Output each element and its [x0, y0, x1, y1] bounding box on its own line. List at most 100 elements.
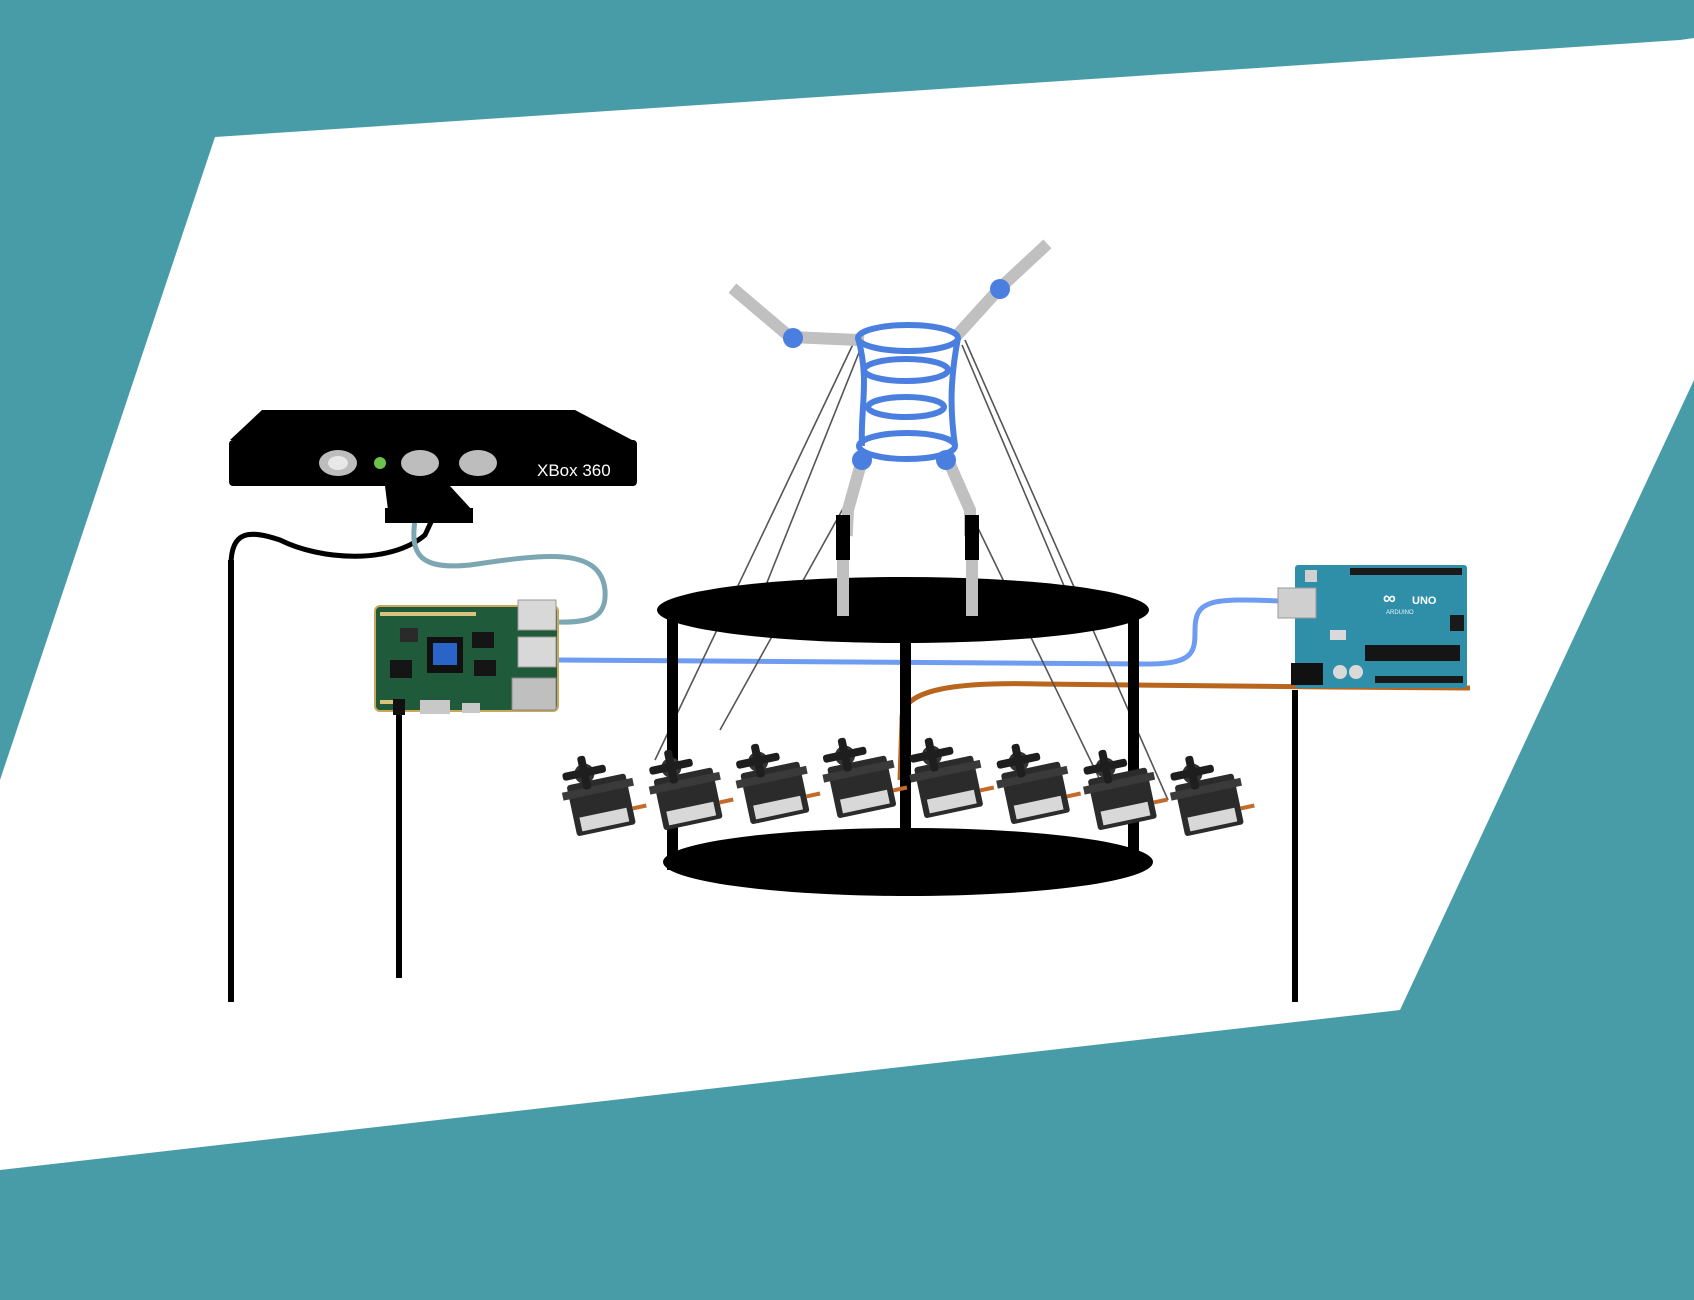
servo-part — [805, 791, 821, 799]
servo-part — [1169, 777, 1242, 801]
torso-ring-1 — [855, 322, 961, 354]
arduino-power-jack — [1291, 663, 1323, 685]
kinect-label: XBox 360 — [537, 461, 611, 480]
arduino-crystal — [1330, 630, 1346, 640]
sbc-ram-chip-2 — [474, 660, 496, 676]
servo-part — [648, 771, 721, 795]
sbc-chip-4 — [400, 628, 418, 642]
servo-part — [1153, 797, 1168, 805]
servo-part — [996, 765, 1069, 789]
servo-part — [1240, 803, 1255, 811]
sbc-micro-usb — [462, 703, 480, 713]
arduino-uno-icon: ∞ UNO ARDUINO — [1277, 565, 1467, 688]
right-hip-joint — [936, 450, 956, 470]
arduino-header-bottom — [1375, 676, 1463, 683]
servo-part — [1098, 749, 1113, 784]
servo-part — [1066, 791, 1082, 799]
servo-part — [753, 795, 804, 820]
background-band-left — [0, 0, 215, 780]
support-poles — [228, 560, 1298, 1002]
arduino-capacitor-2 — [1349, 665, 1363, 679]
left-hip-joint — [852, 450, 872, 470]
servo-part — [837, 737, 852, 772]
servo-part — [751, 743, 765, 778]
servo-part — [719, 797, 734, 805]
marionette-joints — [783, 279, 1010, 470]
sbc-ram-chip-1 — [472, 632, 494, 648]
sbc-power-jack — [393, 699, 405, 715]
string-2 — [759, 344, 863, 601]
servo-part — [579, 807, 630, 832]
servo-motor-icon — [561, 755, 647, 836]
stand-bottom-disc — [663, 828, 1153, 896]
servo-motor-icon — [822, 737, 908, 818]
servo-part — [926, 789, 977, 814]
string-1 — [654, 339, 856, 761]
cylinder-stand — [657, 577, 1153, 896]
servo-part — [840, 789, 890, 814]
sbc-pads — [380, 612, 476, 704]
servo-motor-icon — [909, 737, 995, 818]
circuit-board-icon — [374, 599, 559, 715]
arduino-microcontroller — [1365, 645, 1460, 661]
sbc-hdmi-port — [420, 700, 450, 714]
arduino-brand-label: ARDUINO — [1386, 610, 1414, 616]
right-hand-joint — [990, 279, 1010, 299]
torso-side-left — [855, 337, 867, 447]
servo-part — [561, 777, 634, 801]
arduino-usb-jack — [1277, 587, 1317, 619]
torso-ring-3 — [865, 394, 947, 420]
servo-part — [979, 785, 995, 793]
arduino-icsp — [1450, 615, 1464, 631]
servo-motor-icon — [735, 743, 821, 824]
stand-center-leg — [900, 640, 911, 865]
marionette-torso — [855, 322, 961, 462]
servo-part — [892, 785, 908, 793]
kinect-sensor-icon: XBox 360 — [229, 410, 637, 523]
servo-part — [924, 737, 939, 772]
torso-side-right — [948, 337, 961, 447]
servo-motor-icon — [1083, 749, 1168, 830]
marionette-strings — [654, 339, 1169, 801]
arduino-model-label: UNO — [1412, 595, 1437, 607]
kinect-lens-depth — [459, 450, 497, 476]
kinect-power-cable — [228, 518, 435, 566]
servo-part — [664, 749, 678, 784]
background-band-bottom — [0, 1010, 1694, 1300]
servo-part — [1083, 771, 1156, 795]
marionette-puppet — [728, 239, 1052, 616]
servo-signal-wire — [897, 681, 1471, 781]
arduino-header-top — [1350, 568, 1462, 575]
torso-ring-2 — [861, 356, 951, 384]
kinect-usb-cable — [411, 519, 608, 625]
arduino-logo: ∞ — [1383, 588, 1396, 608]
left-hand-joint — [783, 328, 803, 348]
servo-part — [1187, 807, 1238, 832]
sbc-usb-port-1 — [517, 599, 557, 631]
sbc-cpu-label — [433, 643, 457, 665]
arduino-reset-button — [1305, 570, 1317, 582]
kinect-base — [385, 508, 473, 523]
kinect-neck — [385, 486, 472, 510]
right-knee — [965, 515, 979, 560]
arduino-capacitor-1 — [1333, 665, 1347, 679]
background-band-top — [0, 0, 1694, 137]
kinect-lens-ir-emitter-inner — [328, 456, 348, 470]
stand-top-disc — [657, 577, 1149, 643]
servo-part — [1100, 801, 1151, 826]
left-knee — [836, 515, 850, 560]
stand-left-leg — [667, 615, 678, 870]
servo-part — [1185, 755, 1200, 790]
kinect-lens-camera — [401, 450, 439, 476]
servo-part — [822, 759, 895, 783]
servo-part — [735, 765, 808, 789]
sbc-chip-3 — [390, 660, 412, 678]
sbc-usb-port-2 — [517, 636, 557, 668]
kinect-top-face — [230, 410, 632, 440]
sbc-to-arduino-usb-cable — [557, 597, 1281, 667]
servo-part — [632, 803, 647, 811]
servo-motor-icon — [648, 749, 734, 830]
